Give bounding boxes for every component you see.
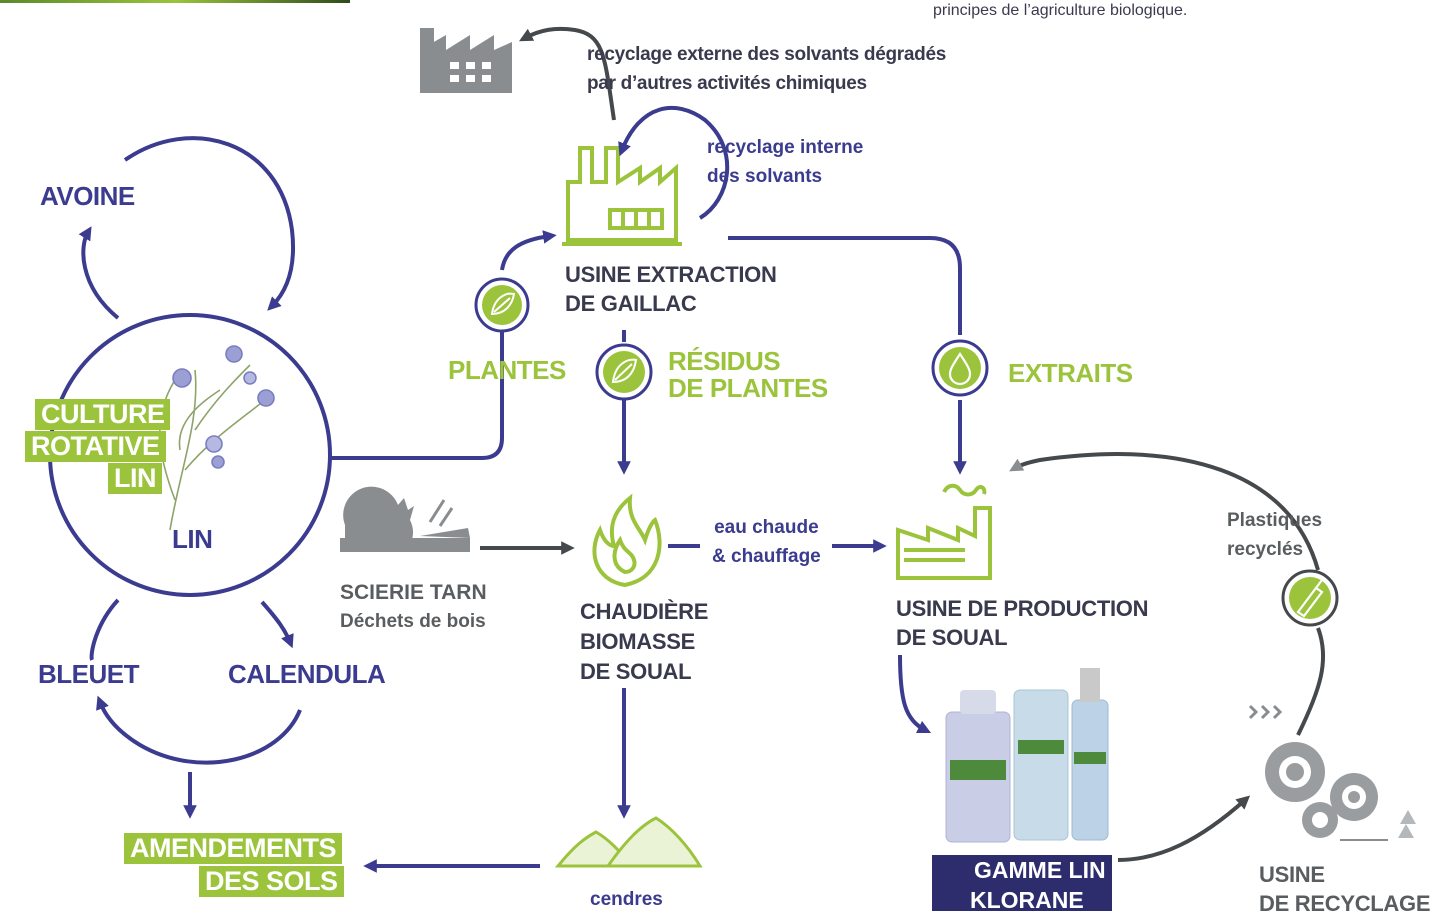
eau-chaude-line: & chauffage [712, 546, 821, 567]
scierie-line: SCIERIE TARN [340, 581, 487, 604]
production-plant-icon [896, 483, 992, 580]
label-internal-recycling: recyclage interne des solvants [707, 133, 863, 191]
usine-production-line: DE SOUAL [896, 625, 1008, 650]
residus-line: DE PLANTES [668, 373, 828, 404]
culture-tag-line: LIN [108, 463, 162, 494]
usine-extraction-line: DE GAILLAC [565, 291, 697, 316]
label-residus: RÉSIDUS DE PLANTES [668, 346, 828, 404]
chaudiere-line: DE SOUAL [580, 659, 692, 684]
label-cendres: cendres [590, 889, 663, 910]
arrow-calendula-to-bleuet [96, 695, 302, 765]
label-usine-production: USINE DE PRODUCTION DE SOUAL [896, 594, 1149, 652]
label-chaudiere: CHAUDIÈRE BIOMASSE DE SOUAL [580, 597, 708, 687]
label-avoine: AVOINE [40, 181, 135, 211]
amendements-tag-line: DES SOLS [199, 866, 344, 897]
flame-icon [592, 493, 662, 588]
arrow-lin-to-calendula [260, 600, 294, 649]
internal-recycling-line: recyclage interne [707, 137, 864, 158]
arrow-avoine-to-lin [123, 136, 295, 311]
external-recycling-line: recyclage externe des solvants dégradés [587, 44, 946, 65]
culture-tag-line: CULTURE [35, 399, 171, 430]
factory-green-icon [562, 146, 682, 246]
label-calendula: CALENDULA [228, 659, 386, 689]
usine-extraction-line: USINE EXTRACTION [565, 262, 777, 287]
usine-recyclage-line: DE RECYCLAGE [1259, 891, 1431, 916]
arrow-production-to-gamme [898, 654, 932, 734]
amendements-tag-line: AMENDEMENTS [124, 833, 343, 864]
arrow-extraits [728, 236, 962, 335]
label-eau-chaude: eau chaude & chauffage [712, 513, 821, 571]
chaudiere-line: CHAUDIÈRE [580, 599, 709, 624]
label-external-recycling: recyclage externe des solvants dégradés … [587, 40, 946, 98]
chaudiere-line: BIOMASSE [580, 629, 695, 654]
arrow-recycled-plastics-top [1009, 452, 1320, 571]
header-photo-strip [0, 0, 350, 3]
culture-tag-line: ROTATIVE [25, 431, 166, 462]
usine-production-line: USINE DE PRODUCTION [896, 596, 1149, 621]
arrow-plantes [330, 330, 504, 460]
label-scierie: SCIERIE TARN Déchets de bois [340, 578, 487, 636]
label-extraits: EXTRAITS [1008, 358, 1133, 388]
gamme-line: GAMME LIN [974, 857, 1106, 883]
label-lin: LIN [172, 524, 213, 554]
ash-pile-icon [554, 816, 703, 868]
gamme-line: KLORANE [970, 887, 1084, 913]
arrow-recycled-plastics [1296, 627, 1326, 736]
flax-flower-icon [159, 345, 275, 531]
usine-recyclage-line: USINE [1259, 862, 1325, 887]
arrow-lin-to-bleuet [89, 598, 120, 661]
eau-chaude-line: eau chaude [714, 517, 819, 538]
label-plastiques: Plastiques recyclés [1227, 506, 1322, 564]
plastiques-line: recyclés [1227, 539, 1304, 560]
arrow-gamme-to-recyclage [1117, 795, 1251, 862]
arrow-lin-to-avoine [78, 226, 120, 320]
factory-gray-icon [420, 28, 512, 93]
internal-recycling-line: des solvants [707, 166, 823, 187]
label-usine-extraction: USINE EXTRACTION DE GAILLAC [565, 260, 777, 318]
saw-icon [340, 486, 470, 552]
external-recycling-line: par d’autres activités chimiques [587, 73, 867, 94]
product-bottles-icon [945, 668, 1109, 843]
label-usine-recyclage: USINE DE RECYCLAGE [1259, 860, 1431, 918]
plastiques-line: Plastiques [1227, 510, 1323, 531]
arrow-external-recycling [518, 26, 616, 121]
arrow-plantes-up [500, 230, 557, 271]
recycling-machine-icon [1248, 704, 1416, 841]
scierie-line: Déchets de bois [340, 611, 486, 632]
header-note: principes de l’agriculture biologique. [933, 2, 1188, 19]
label-plantes: PLANTES [448, 355, 566, 385]
gamme-lin-tag: GAMME LIN KLORANE [932, 855, 1112, 913]
arrow-internal-recycling [618, 106, 730, 220]
label-bleuet: BLEUET [38, 659, 140, 689]
residus-line: RÉSIDUS [668, 346, 781, 376]
